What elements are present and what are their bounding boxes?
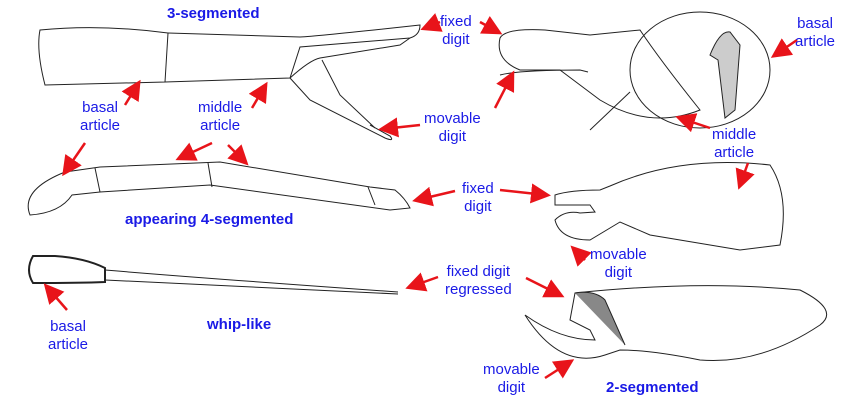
three-seg-middle-article: [164, 24, 421, 83]
arrow-movable-digit-2: [570, 245, 592, 267]
arrow-movable-digit-3: [544, 359, 575, 380]
title-2-segmented: 2-segmented: [606, 379, 699, 396]
arrow-basal-article-1: [121, 79, 141, 106]
arrow-fixed-digit-regressed-b: [525, 276, 565, 298]
title-3-segmented: 3-segmented: [167, 5, 260, 22]
arrow-fixed-digit-2a: [412, 186, 456, 207]
two-seg-chelicera: [524, 285, 828, 362]
arrow-middle-article-top: [675, 113, 711, 133]
whip-basal-article: [28, 255, 106, 285]
arrow-basal-article-top: [770, 38, 798, 58]
four-seg-chelicera: [554, 162, 784, 251]
whip-flagellum: [104, 269, 399, 295]
arrow-fixed-digit-regressed-a: [405, 272, 439, 292]
arrow-fixed-digit-1a: [420, 13, 443, 32]
top-chelicera-body: [498, 29, 701, 119]
title-appearing-4-segmented: appearing 4-segmented: [125, 211, 294, 228]
title-whip-like: whip-like: [207, 316, 272, 333]
arrow-basal-article-2: [62, 142, 87, 177]
arrow-fixed-digit-2b: [499, 183, 551, 204]
arrow-fixed-digit-1b: [479, 15, 503, 35]
four-seg-appendage: [27, 161, 411, 216]
basal-article-oval: [629, 11, 771, 129]
arrow-basal-article-3: [43, 283, 68, 311]
three-seg-basal-article: [38, 27, 169, 86]
arrow-middle-article-2b: [227, 144, 249, 166]
arrow-movable-digit-1: [378, 117, 421, 138]
arrow-middle-article-1: [248, 81, 268, 109]
arrow-middle-article-2a: [175, 141, 213, 161]
arrow-movable-digit-top: [493, 70, 515, 109]
three-seg-movable-digit: [289, 37, 411, 141]
arrow-middle-article-3: [735, 162, 755, 190]
